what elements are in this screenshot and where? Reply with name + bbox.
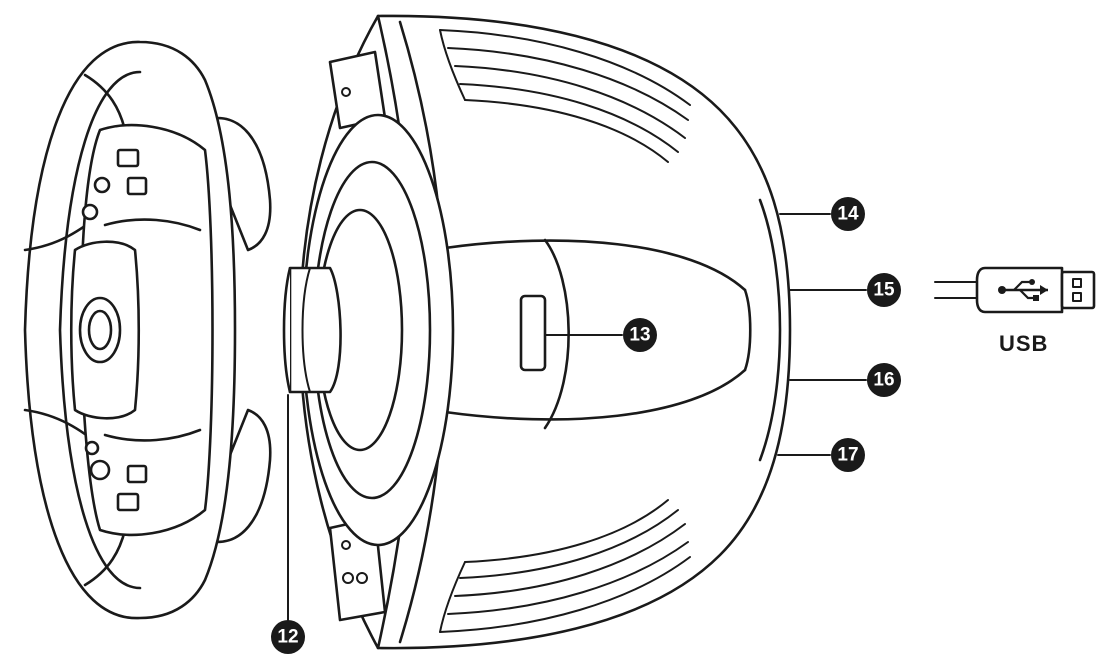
callout-13: 13: [623, 318, 657, 352]
callout-12: 12: [271, 620, 305, 654]
callout-14-label: 14: [837, 204, 859, 225]
steering-wheel: [23, 40, 237, 620]
usb-label: USB: [999, 331, 1048, 356]
callout-15-label: 15: [873, 280, 895, 301]
axle-hub: [282, 113, 455, 547]
callout-13-label: 13: [629, 325, 650, 346]
callout-12-label: 12: [277, 627, 298, 648]
callout-16: 16: [867, 363, 901, 397]
callout-17: 17: [831, 438, 865, 472]
callout-16-label: 16: [873, 370, 894, 391]
callout-14: 14: [831, 197, 865, 231]
callout-17-label: 17: [837, 445, 858, 466]
usb-icon: [998, 279, 1048, 301]
callout-15: 15: [867, 273, 901, 307]
leader-lines: [287, 213, 867, 621]
